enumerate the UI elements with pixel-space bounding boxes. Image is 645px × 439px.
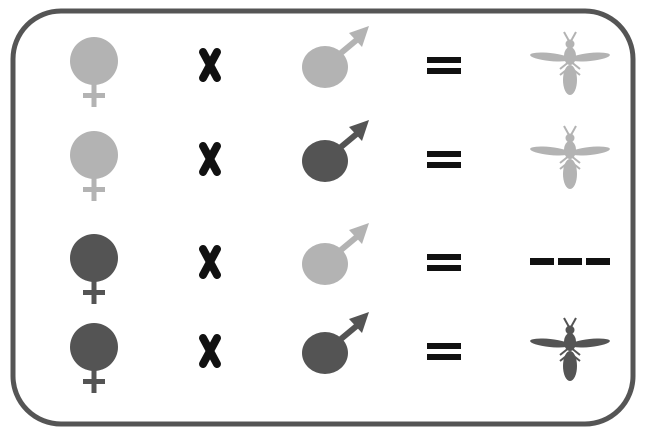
equals-sign-icon (427, 151, 461, 168)
equals-bar-bottom (427, 68, 461, 74)
insect-antenna-right (571, 126, 576, 135)
insect-antenna-left (564, 126, 569, 135)
insect-thorax (564, 333, 576, 351)
insect-antenna-right (571, 318, 576, 327)
cross-x-icon (203, 249, 217, 275)
male-symbol-icon (302, 312, 369, 374)
female-symbol-icon (70, 131, 118, 201)
equals-bar-top (427, 57, 461, 63)
female-symbol-icon (70, 323, 118, 393)
equals-sign-icon (427, 57, 461, 74)
insect-antenna-right (571, 32, 576, 41)
insect-wasp-icon (530, 126, 611, 189)
insect-wasp-icon (530, 32, 611, 95)
insect-thorax (564, 47, 576, 65)
equals-sign-icon (427, 343, 461, 360)
rows-layer (70, 26, 610, 393)
insect-wasp-icon (530, 318, 611, 381)
venus-crossbar (83, 379, 105, 384)
dash-segment-0 (530, 258, 554, 265)
venus-crossbar (83, 290, 105, 295)
cross-x-icon (203, 146, 217, 172)
insect-abdomen (563, 65, 577, 95)
insect-abdomen (563, 159, 577, 189)
dashed-line-icon (530, 258, 610, 265)
venus-circle (70, 131, 118, 179)
mars-body (302, 140, 348, 182)
insect-thorax (564, 141, 576, 159)
dash-segment-2 (586, 258, 610, 265)
male-symbol-icon (302, 120, 369, 182)
cross-row (70, 312, 610, 393)
insect-abdomen (563, 351, 577, 381)
male-symbol-icon (302, 26, 369, 88)
cross-x-icon (203, 52, 217, 78)
cross-row (70, 26, 610, 107)
venus-crossbar (83, 187, 105, 192)
cross-x-icon (203, 338, 217, 364)
mars-body (302, 332, 348, 374)
cross-row (70, 120, 610, 201)
equals-bar-top (427, 151, 461, 157)
equals-sign-icon (427, 254, 461, 271)
equals-bar-bottom (427, 162, 461, 168)
venus-circle (70, 234, 118, 282)
insect-antenna-left (564, 32, 569, 41)
venus-circle (70, 323, 118, 371)
equals-bar-top (427, 343, 461, 349)
mars-body (302, 46, 348, 88)
mars-body (302, 243, 348, 285)
cross-row (70, 223, 610, 304)
female-symbol-icon (70, 234, 118, 304)
dash-segment-1 (558, 258, 582, 265)
female-symbol-icon (70, 37, 118, 107)
equals-bar-top (427, 254, 461, 260)
insect-antenna-left (564, 318, 569, 327)
venus-crossbar (83, 93, 105, 98)
venus-circle (70, 37, 118, 85)
equals-bar-bottom (427, 265, 461, 271)
male-symbol-icon (302, 223, 369, 285)
equals-bar-bottom (427, 354, 461, 360)
